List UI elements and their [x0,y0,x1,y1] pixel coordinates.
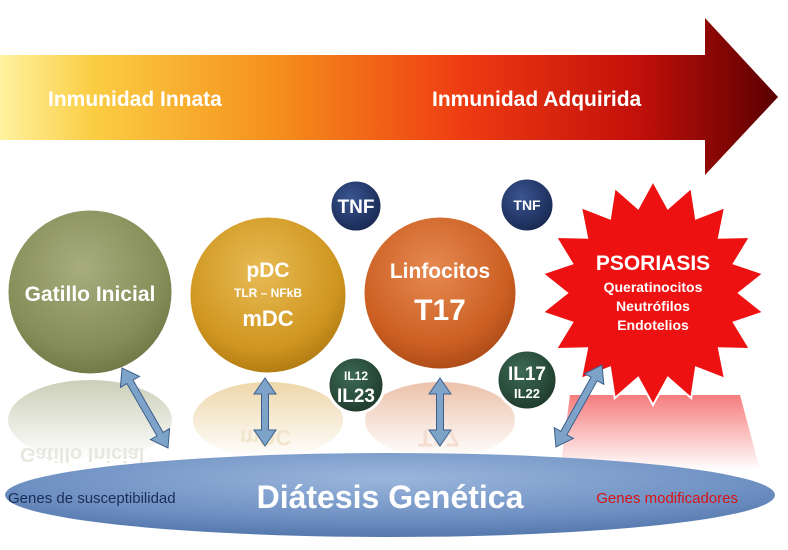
il12-label: IL12 [344,369,368,383]
dc-line2: TLR – NFkB [234,286,302,300]
tnf-b-label: TNF [513,197,541,213]
process-arrow: Inmunidad Innata Inmunidad Adquirida [0,18,778,175]
psoriasis-item-2: Neutrófilos [616,298,690,314]
circle-t17: Linfocitos T17 [361,214,519,372]
circle-dc: pDC TLR – NFkB mDC [187,214,349,376]
psoriasis-burst: PSORIASIS Queratinocitos Neutrófilos End… [540,178,766,408]
psoriasis-link-arrow [553,364,605,448]
t17-line1: Linfocitos [390,260,490,283]
psoriasis-title: PSORIASIS [596,252,710,275]
psoriasis-reflection [560,395,760,470]
link-arrows [119,364,605,449]
gatillo-link-arrow [119,367,171,449]
burst-shape [540,178,766,408]
gatillo-reflection [8,380,172,460]
base-ellipse [5,453,775,537]
gatillo-circle [5,207,175,377]
dc-line1: pDC [246,259,289,282]
cytokine-il12-il23: IL12 IL23 [326,355,386,415]
circle-gatillo: Gatillo Inicial [5,207,175,377]
cytokine-tnf-a: TNF [328,178,384,234]
tnf-a-label: TNF [338,197,375,218]
arrow-shape [0,18,778,175]
il23-circle [326,355,386,415]
gatillo-reflection-text: Gatillo Inicial [20,443,144,465]
il17-circle [495,348,559,412]
gatillo-label: Gatillo Inicial [25,283,156,306]
cytokine-tnf-b: TNF [498,176,556,234]
dc-circle [187,214,349,376]
base-right-label: Genes modificadores [596,490,738,507]
t17-circle [361,214,519,372]
psoriasis-item-3: Endotelios [617,317,689,333]
il23-label: IL23 [337,386,375,407]
tnf-a-circle [328,178,384,234]
genetic-base: Diátesis Genética Genes de susceptibilid… [5,453,775,537]
cytokine-il17-il22: IL17 IL22 [495,348,559,412]
dc-link-arrow [253,377,277,447]
base-title: Diátesis Genética [257,479,524,515]
arrow-left-label: Inmunidad Innata [48,88,222,111]
tnf-b-circle [498,176,556,234]
t17-link-arrow [428,377,452,447]
psoriasis-item-1: Queratinocitos [604,279,703,295]
base-left-label: Genes de susceptibilidad [8,490,176,507]
arrow-right-label: Inmunidad Adquirida [432,88,642,111]
dc-line3: mDC [242,306,293,331]
t17-line2: T17 [414,294,466,327]
il17-label: IL17 [508,364,546,385]
il22-label: IL22 [514,386,540,401]
